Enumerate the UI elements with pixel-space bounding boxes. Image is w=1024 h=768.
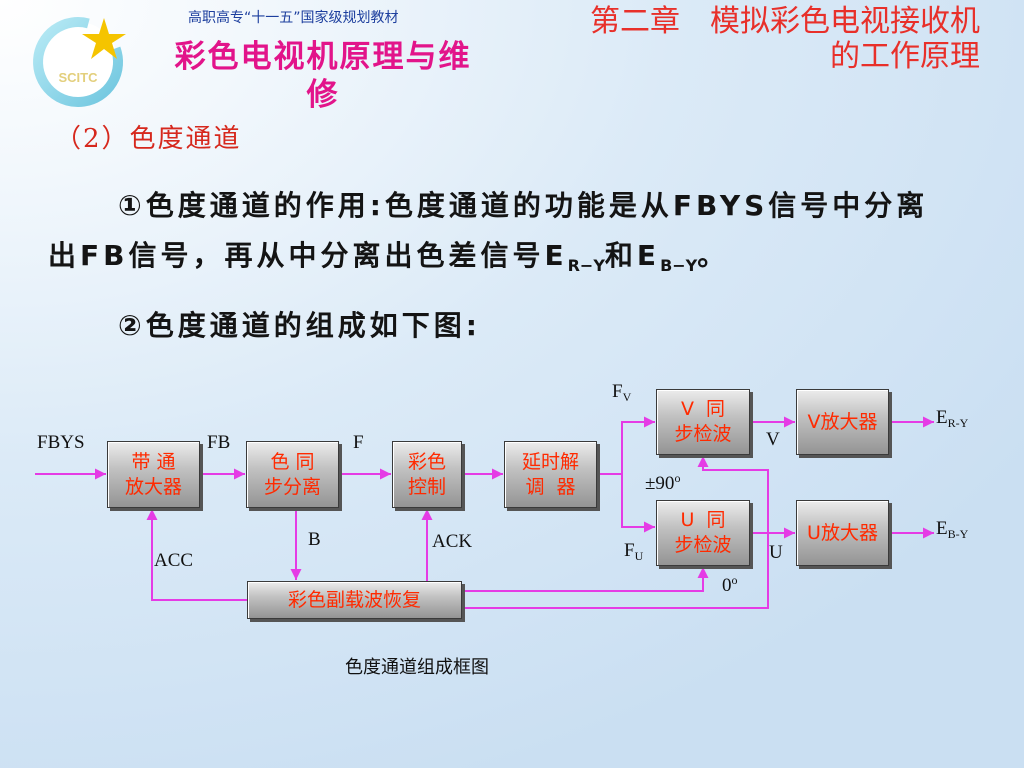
paragraph-1-text-a: 出FB信号，再从中分离出色差信号E	[48, 239, 568, 272]
block-bandpass-amplifier: 带 通 放大器	[107, 441, 200, 508]
section-title: （2）色度通道	[55, 124, 242, 154]
block-u-amplifier: U放大器	[796, 500, 889, 566]
label-phase-90-base: ±90	[645, 473, 675, 494]
label-eb-y-base: E	[936, 518, 948, 539]
paragraph-1-text-b: 和E	[604, 239, 661, 272]
block-text: 彩色副载波恢复	[287, 588, 421, 611]
paragraph-1-line-1: ①色度通道的作用:色度通道的功能是从FBYS信号中分离	[118, 189, 929, 222]
block-text: 延时解	[521, 450, 579, 473]
block-text: 步分离	[263, 475, 321, 498]
block-text: 放大器	[124, 475, 182, 498]
wire-subcarrier-0deg	[462, 567, 709, 592]
star-icon	[82, 18, 126, 59]
block-sync-separator: 色 同 步分离	[246, 441, 339, 508]
label-fb: FB	[207, 432, 231, 453]
block-text: 调 器	[525, 475, 576, 498]
block-color-control: 彩色 控制	[392, 441, 462, 508]
label-phase-0-sup: o	[731, 573, 738, 587]
paragraph-1-text-c: 。	[697, 239, 730, 272]
label-phase-0-base: 0	[722, 575, 732, 596]
block-text: V放大器	[807, 410, 878, 433]
label-er-y-sub: R-Y	[947, 416, 969, 430]
block-text: U 同	[680, 509, 726, 531]
subscript-b-y: B−Y	[660, 256, 698, 275]
subscript-r-y: R−Y	[567, 256, 605, 275]
label-ack: ACK	[432, 531, 473, 552]
block-v-amplifier: V放大器	[796, 389, 889, 455]
logo-text: SCITC	[59, 70, 99, 85]
label-v: V	[766, 429, 780, 450]
wire-subcarrier-90deg	[462, 456, 769, 609]
chapter-title-line1: 第二章 模拟彩色电视接收机	[590, 4, 980, 39]
block-text: 色 同	[270, 450, 315, 473]
label-eb-y: EB-Y	[936, 518, 968, 545]
logo: SCITC	[33, 17, 126, 108]
diagram-caption: 色度通道组成框图	[345, 657, 489, 678]
wire-fu	[621, 474, 655, 533]
label-acc: ACC	[154, 550, 194, 571]
label-er-y: ER-Y	[936, 407, 968, 434]
block-delay-demodulator: 延时解 调 器	[504, 441, 597, 508]
label-fu-base: F	[624, 540, 635, 561]
logo-ring	[33, 17, 123, 108]
paragraph-2: ②色度通道的组成如下图:	[118, 309, 481, 342]
label-phase-90-sup: o	[674, 471, 681, 485]
block-text: 彩色	[407, 450, 446, 473]
block-text: 步检波	[674, 534, 732, 556]
label-er-y-base: E	[936, 407, 948, 428]
block-text: 带 通	[131, 450, 176, 473]
chapter-title: 第二章 模拟彩色电视接收机 的工作原理	[590, 4, 980, 74]
block-text: V 同	[680, 398, 726, 420]
block-v-sync-detector: V 同 步检波	[656, 389, 750, 455]
block-u-sync-detector: U 同 步检波	[656, 500, 750, 566]
label-b: B	[308, 529, 321, 550]
block-text: 控制	[407, 475, 446, 498]
series-title: 高职高专“十一五”国家级规划教材	[188, 10, 399, 26]
label-phase-90: ±90o	[645, 467, 680, 495]
paragraph-1-line-2: 出FB信号，再从中分离出色差信号ER−Y和EB−Y。	[48, 236, 729, 286]
label-phase-0: 0o	[722, 569, 738, 597]
label-u: U	[769, 542, 783, 563]
label-fv-sub: V	[622, 390, 632, 404]
book-title: 彩色电视机原理与维修	[174, 39, 472, 113]
label-fu-sub: U	[634, 549, 644, 563]
label-fbys: FBYS	[37, 432, 85, 453]
label-fv: FV	[612, 381, 631, 408]
block-text: U放大器	[807, 521, 878, 544]
wire-acc	[146, 509, 247, 601]
label-fu: FU	[624, 540, 643, 567]
label-f: F	[353, 432, 364, 453]
block-text: 步检波	[674, 423, 732, 445]
label-fv-base: F	[612, 381, 623, 402]
chapter-title-line2: 的工作原理	[830, 39, 980, 74]
block-subcarrier-recovery: 彩色副载波恢复	[247, 581, 462, 619]
wire-fv	[597, 416, 655, 475]
label-eb-y-sub: B-Y	[947, 527, 969, 541]
